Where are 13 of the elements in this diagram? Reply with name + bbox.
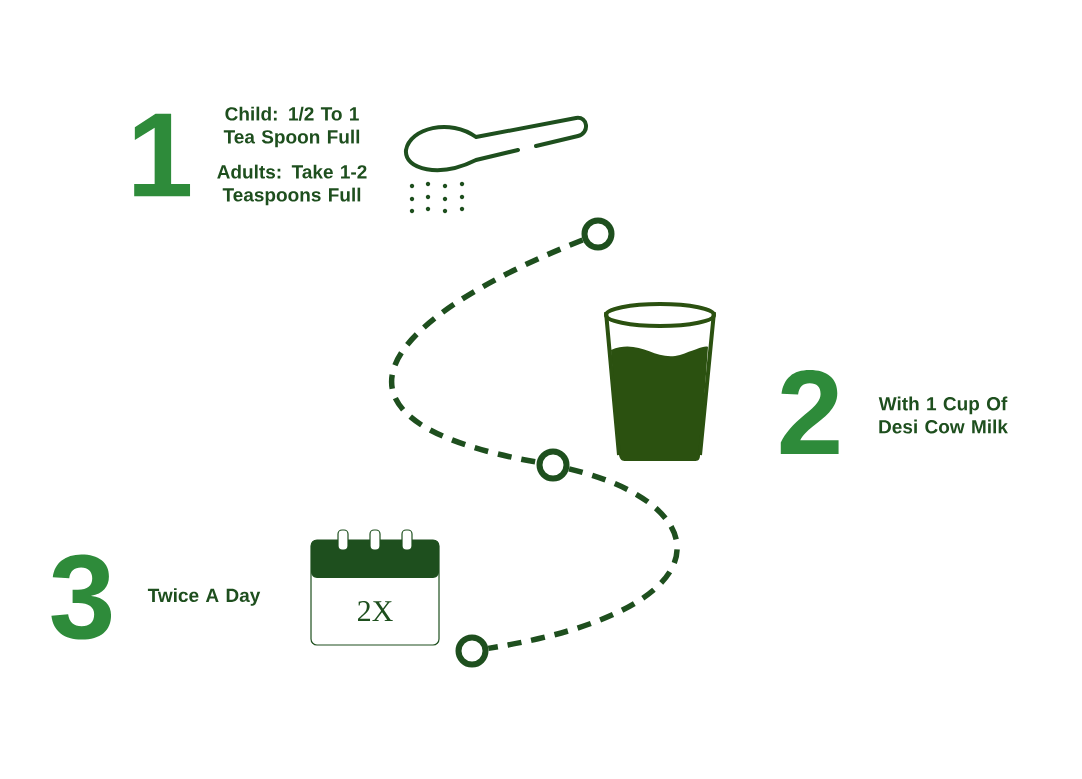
calendar-text: 2X	[358, 601, 393, 621]
instruction-text: Twice A Day	[147, 588, 261, 606]
instruction-text: With 1 Cup Of Desi Cow Milk	[878, 396, 1008, 434]
step-number: 3	[51, 554, 112, 640]
step-number: 2	[780, 370, 839, 454]
dashed-path	[487, 466, 680, 652]
ring-marker	[455, 634, 489, 668]
ring-marker	[581, 217, 615, 251]
instruction-text: Child: 1/2 To 1 Tea Spoon Full	[223, 106, 360, 148]
dashed-path	[389, 237, 584, 465]
step-number: 1	[134, 113, 191, 197]
instruction-text: Adults: Take 1-2 Teaspoons Full	[217, 164, 367, 206]
ring-marker	[536, 448, 570, 482]
